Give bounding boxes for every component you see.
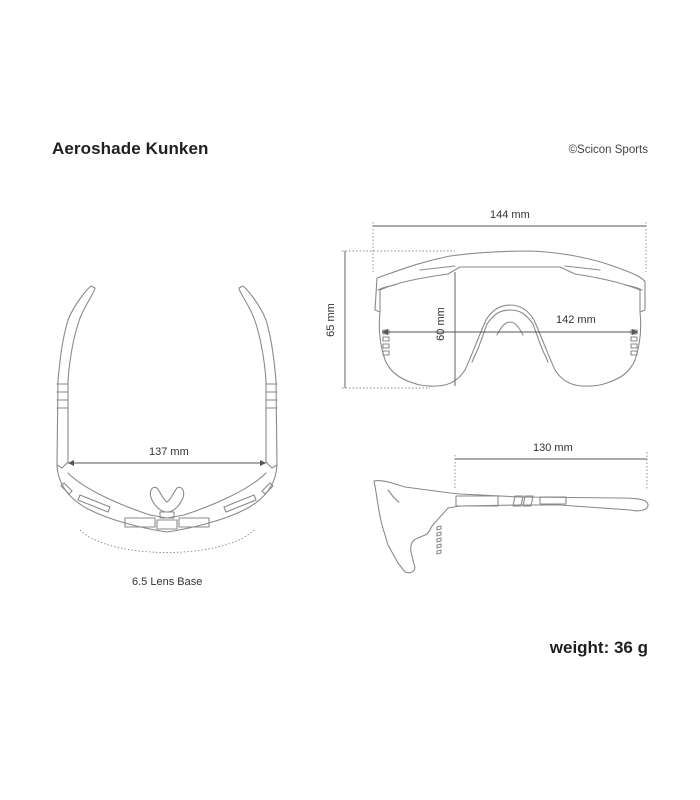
copyright-notice: ©Scicon Sports [568,144,648,156]
lens-height-label: 60 mm [434,307,447,341]
frame-width-label: 144 mm [490,209,530,221]
side-view-drawing [373,452,649,574]
temple-width-label: 137 mm [149,446,189,458]
frame-height-label: 65 mm [324,303,337,337]
top-view-drawing [56,285,278,553]
lens-base-label: 6.5 Lens Base [132,576,203,588]
product-title: Aeroshade Kunken [52,139,209,158]
front-view-drawing [342,222,647,389]
temple-length-label: 130 mm [533,442,573,454]
lens-width-label: 142 mm [556,314,596,326]
weight-label: weight: 36 g [549,638,648,657]
